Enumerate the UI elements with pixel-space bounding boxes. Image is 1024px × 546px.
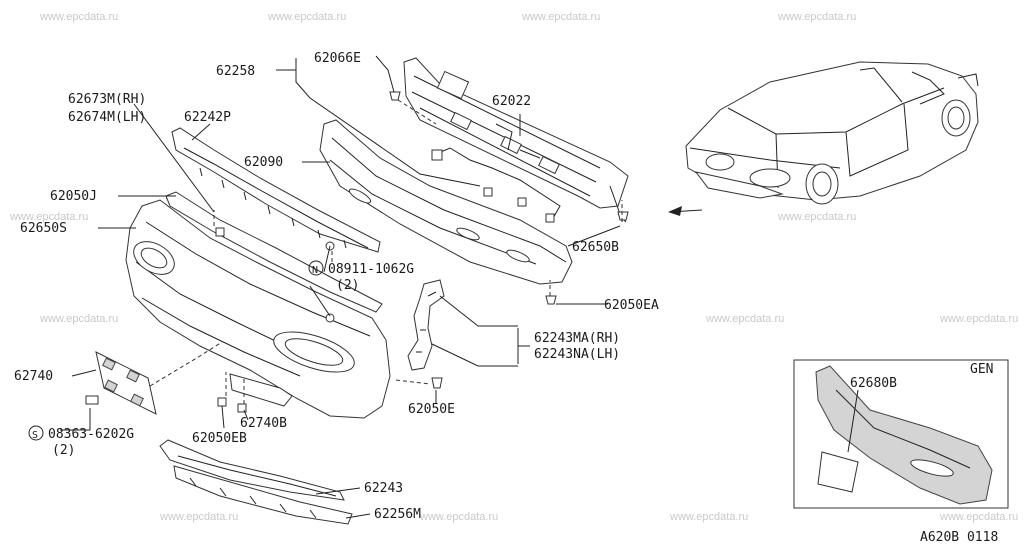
part-label-08363-6202G: 08363-6202G	[48, 427, 134, 442]
part-qty-08363: (2)	[52, 443, 75, 458]
part-label-62242P: 62242P	[184, 110, 231, 125]
license-bracket-62740	[85, 351, 157, 415]
watermark: www.epcdata.ru	[777, 211, 856, 223]
part-label-62256M: 62256M	[374, 507, 421, 522]
part-label-62050J: 62050J	[50, 189, 97, 204]
part-qty-08911: (2)	[336, 278, 359, 293]
side-bracket-62243MA	[407, 279, 445, 371]
energy-absorber-62090	[319, 119, 573, 285]
part-label-62680B: 62680B	[850, 376, 897, 391]
bumper-fascia-62650S	[125, 191, 391, 419]
part-label-08911-1062G: 08911-1062G	[328, 262, 414, 277]
watermark: www.epcdata.ru	[705, 313, 784, 325]
assembly-dashed-lines	[149, 99, 623, 404]
watermark: www.epcdata.ru	[939, 511, 1018, 523]
part-label-62243NA: 62243NA(LH)	[534, 347, 620, 362]
watermark: www.epcdata.ru	[39, 313, 118, 325]
part-labels: 62066E 62258 62022 62673M(RH) 62674M(LH)…	[14, 51, 998, 545]
part-label-62090: 62090	[244, 155, 283, 170]
part-label-62066E: 62066E	[314, 51, 361, 66]
part-label-62740B: 62740B	[240, 416, 287, 431]
inset-label: GEN	[970, 362, 993, 377]
n-symbol-circle	[308, 260, 324, 276]
leader-lines	[60, 55, 621, 519]
gen-inset: GEN 62680B	[793, 359, 1009, 509]
part-label-62050E: 62050E	[408, 402, 455, 417]
part-label-62673M: 62673M(RH)	[68, 92, 146, 107]
bumper-reinforcement-62022	[403, 57, 629, 223]
lower-cover-62243	[159, 439, 353, 525]
s-symbol-circle	[28, 425, 44, 441]
part-label-62243: 62243	[364, 481, 403, 496]
watermark: www.epcdata.ru	[419, 511, 498, 523]
watermark: www.epcdata.ru	[939, 313, 1018, 325]
watermark: www.epcdata.ru	[521, 11, 600, 23]
watermark: www.epcdata.ru	[159, 511, 238, 523]
watermark: www.epcdata.ru	[267, 11, 346, 23]
diagram-code: A620B 0118	[920, 530, 998, 545]
part-label-62740: 62740	[14, 369, 53, 384]
part-label-62022: 62022	[492, 94, 531, 109]
part-label-62650S: 62650S	[20, 221, 67, 236]
part-label-62243MA: 62243MA(RH)	[534, 331, 620, 346]
s-symbol: S	[32, 430, 38, 441]
car-illustration	[668, 61, 979, 216]
watermark: www.epcdata.ru	[777, 11, 856, 23]
part-label-62650B: 62650B	[572, 240, 619, 255]
part-label-62050EB: 62050EB	[192, 431, 247, 446]
part-label-62674M: 62674M(LH)	[68, 110, 146, 125]
watermark: www.epcdata.ru	[669, 511, 748, 523]
retainer-62242P	[171, 127, 381, 253]
part-label-62258: 62258	[216, 64, 255, 79]
n-symbol: N	[312, 265, 318, 276]
watermark: www.epcdata.ru	[9, 211, 88, 223]
watermark: www.epcdata.ru	[39, 11, 118, 23]
part-label-62050EA: 62050EA	[604, 298, 659, 313]
